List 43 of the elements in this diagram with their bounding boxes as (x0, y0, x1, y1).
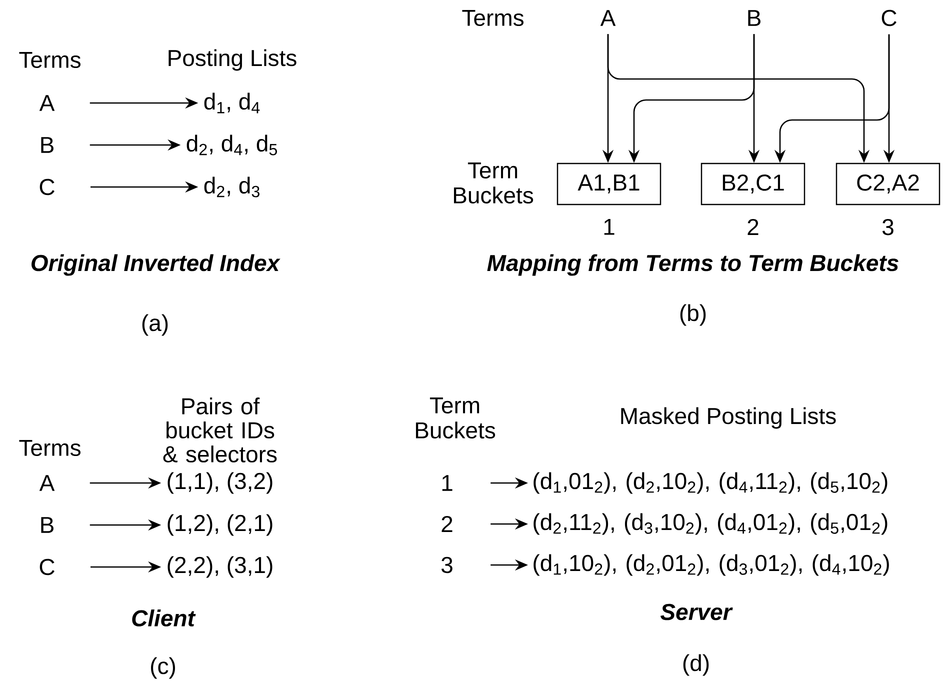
figure-caption: Mapping from Terms to Term Buckets (487, 254, 898, 276)
term-label: A (600, 10, 616, 26)
column-heading: Masked Posting Lists (621, 407, 836, 429)
panel-label: (c) (151, 657, 175, 679)
panel-label: (b) (680, 304, 706, 326)
column-heading: Posting Lists (168, 49, 296, 71)
column-heading: Terms (19, 440, 80, 456)
figure-caption: Original Inverted Index (32, 254, 280, 276)
figure-caption: Server (660, 604, 733, 620)
term-label: 1 (442, 475, 452, 491)
term-label: A (39, 475, 55, 491)
term-label: B (748, 10, 760, 26)
masked-posting-list-text: (d$_{1}$,01$_{2}$), (d$_{2}$,10$_{2}$), (d$_{4}$,11$_{2}$), (d$_{5}$,10$_{2}$) (534, 472, 888, 494)
panel-label: (a) (142, 314, 168, 336)
masked-posting-list-text: (d$_{1}$,10$_{2}$), (d$_{2}$,01$_{2}$), (d$_{3}$,01$_{2}$), (d$_{4}$,10$_{2}$) (534, 554, 889, 576)
term-label: B (41, 517, 54, 533)
selector-pairs-text: (2,2), (3,1) (168, 556, 272, 578)
posting-list-text: d$_{2}$, d$_{3}$ (204, 176, 260, 198)
bucket-number: 1 (604, 218, 614, 235)
column-heading: Term Buckets (454, 162, 534, 204)
term-label: 2 (442, 516, 452, 532)
term-label: C (40, 178, 54, 196)
term-label: A (39, 95, 55, 111)
term-label: C (882, 10, 896, 26)
bucket-box: C2,A2 (836, 162, 940, 206)
column-heading: Term Buckets (416, 397, 496, 439)
bucket-number: 3 (882, 218, 894, 236)
column-heading: Terms (19, 52, 80, 68)
term-label: 3 (442, 556, 452, 574)
selector-pairs-text: (1,2), (2,1) (168, 514, 272, 536)
bucket-box: B2,C1 (700, 162, 806, 206)
posting-list-text: d$_{2}$, d$_{4}$, d$_{5}$ (186, 134, 277, 156)
column-heading: Terms (462, 10, 524, 26)
posting-list-text: d$_{1}$, d$_{4}$ (204, 92, 260, 114)
bucket-box: A1,B1 (556, 162, 662, 206)
column-heading: Pairs of bucket IDs & selectors (163, 398, 277, 462)
masked-posting-list-text: (d$_{2}$,11$_{2}$), (d$_{3}$,10$_{2}$), (d$_{4}$,01$_{2}$), (d$_{5}$,01$_{2}$) (534, 513, 888, 535)
selector-pairs-text: (1,1), (3,2) (168, 472, 272, 494)
figure-caption: Client (132, 610, 196, 626)
panel-label: (d) (683, 654, 709, 676)
term-label: C (40, 558, 54, 576)
bucket-number: 2 (748, 218, 758, 236)
term-label: B (41, 137, 54, 153)
